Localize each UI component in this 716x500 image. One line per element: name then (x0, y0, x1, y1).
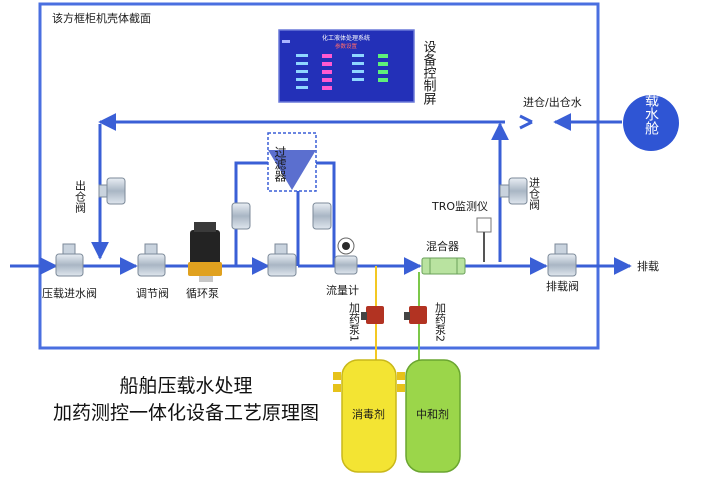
outlet-valve-label: 出仓阀 (74, 179, 87, 214)
valve-ballast-in (55, 243, 84, 277)
tro-monitor (476, 217, 492, 262)
filter-label: 过滤器 (273, 146, 287, 183)
caption-line-1: 船舶压载水处理 (119, 375, 252, 397)
filter: 过滤器 (267, 132, 317, 192)
ballast-in-valve-label: 压载进水阀 (42, 286, 97, 300)
cabinet-frame (38, 2, 600, 350)
dosing-pump-2-label: 加药泵2 (434, 302, 447, 342)
valve-regulating (137, 243, 166, 277)
inlet-valve-label: 进仓阀 (528, 177, 541, 211)
tank-label: 压载水舱 (643, 79, 659, 136)
mixer (421, 257, 466, 275)
valve-filter-right (312, 202, 332, 230)
neutralizer-label: 中和剂 (416, 407, 449, 421)
drain-valve-label: 排载阀 (546, 279, 579, 293)
pump-label: 循环泵 (186, 287, 219, 300)
circulation-pump (188, 222, 222, 282)
screen-subheader: 参数设置 (335, 42, 358, 50)
disinfectant-tank (333, 359, 397, 473)
regulating-valve-label: 调节阀 (136, 286, 169, 300)
valve-after-pump (267, 243, 297, 277)
dosing-pump-1 (361, 306, 384, 324)
flowmeter-label: 流量计 (326, 283, 359, 297)
screen-vertical-label: 设备控制屏 (421, 40, 437, 105)
control-screen: 化工液体处理系统 参数设置 (278, 29, 415, 103)
tro-label: TRO监测仪 (431, 200, 488, 213)
cabinet-section-label: 该方框柜机壳体截面 (52, 11, 151, 25)
neutralizer-tank (397, 359, 461, 473)
mixer-label: 混合器 (426, 239, 459, 253)
valve-outlet (98, 177, 126, 205)
check-valve-symbol (519, 114, 533, 130)
caption-line-2: 加药测控一体化设备工艺原理图 (53, 402, 319, 424)
ballast-tank: 压载水舱 (623, 79, 679, 151)
inout-label: 进仓/出仓水 (523, 95, 582, 109)
flowmeter (334, 237, 358, 275)
valve-drain (547, 243, 577, 277)
dosing-pump-1-label: 加药泵1 (348, 302, 361, 342)
disinfectant-label: 消毒剂 (352, 407, 385, 421)
valve-inlet (499, 177, 528, 205)
screen-header: 化工液体处理系统 (322, 34, 370, 42)
dosing-pump-2 (404, 306, 427, 324)
valve-filter-left (231, 202, 251, 230)
drain-label: 排载 (637, 259, 659, 273)
